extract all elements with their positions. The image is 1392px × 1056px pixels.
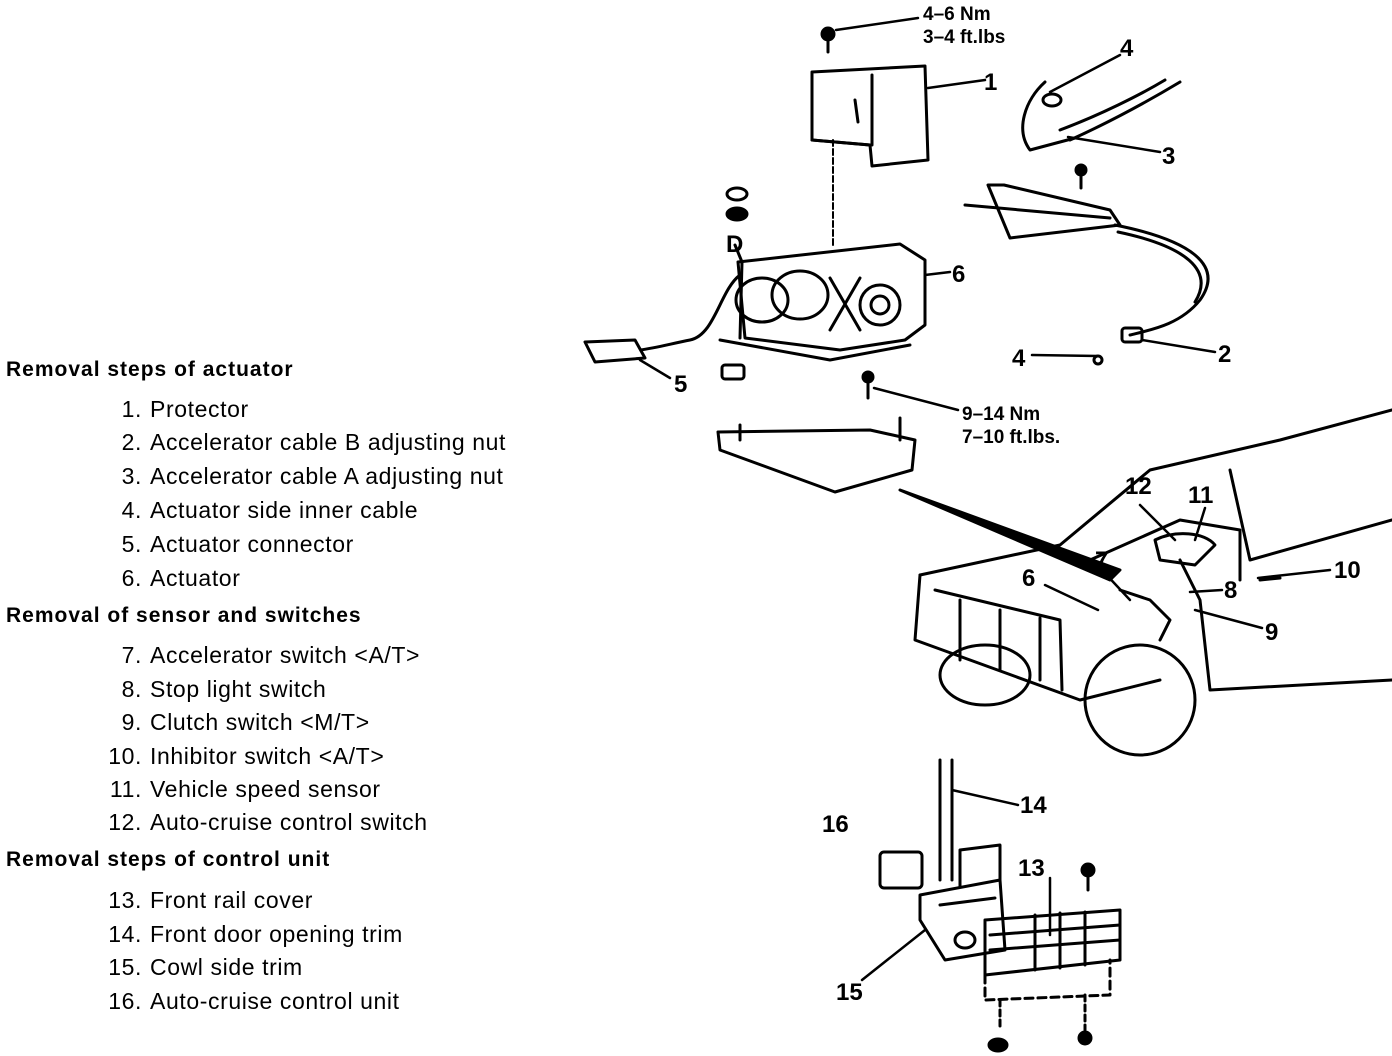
item-number: 11. [109,776,142,802]
item-number: 7. [121,642,142,668]
item-number: 4. [121,497,142,523]
legend-item: 9. Clutch switch <M/T> [96,709,370,736]
legend-item: 10. Inhibitor switch <A/T> [96,743,384,770]
section-title-control-unit: Removal steps of control unit [6,848,331,871]
vehicle-body [913,408,1392,757]
section-title-sensors: Removal of sensor and switches [6,604,362,627]
legend-item: 6. Actuator [96,565,240,592]
accelerator-cable-a [1021,78,1182,152]
actuator-mounting-bracket [716,370,917,494]
item-text: Protector [150,396,249,422]
item-number: 9. [121,709,142,735]
item-number: 13. [108,887,142,913]
callout-2: 2 [1218,341,1231,368]
legend-item: 16. Auto-cruise control unit [96,988,400,1015]
torque-bracket-ftlbs: 7–10 ft.lbs. [962,427,1060,448]
callout-4-lower: 4 [1012,345,1026,372]
callout-13: 13 [1018,855,1045,882]
callout-6-car: 6 [1022,565,1035,592]
callout-9: 9 [1265,619,1278,646]
actuator-connector-part [583,273,746,381]
top-bolt [820,26,836,54]
legend-item: 3. Accelerator cable A adjusting nut [96,463,504,490]
item-text: Inhibitor switch <A/T> [150,743,385,769]
item-text: Front rail cover [150,887,313,913]
item-number: 16. [108,988,142,1014]
item-number: 10. [108,743,142,769]
location-pointer [898,488,1122,582]
torque-bracket-nm: 9–14 Nm [962,404,1040,425]
item-text: Clutch switch <M/T> [150,709,370,735]
item-text: Front door opening trim [150,921,403,947]
actuator-part [718,242,927,362]
item-number: 1. [121,396,142,422]
callout-11: 11 [1188,482,1213,509]
callout-labels: 1 2 3 4 4 5 6 6 7 8 9 10 11 12 13 14 15 … [674,35,1361,1006]
item-text: Accelerator cable B adjusting nut [150,429,507,455]
legend-item: 1. Protector [96,396,249,423]
accelerator-cable-b [963,183,1210,366]
callout-3: 3 [1162,143,1175,170]
callout-16: 16 [822,811,849,838]
control-unit-area [878,758,1122,1053]
callout-15: 15 [836,979,863,1006]
torque-top-nm: 4–6 Nm [923,4,991,25]
callout-4-upper: 4 [1120,35,1134,62]
torque-top-ftlbs: 3–4 ft.lbs [923,27,1005,48]
item-number: 6. [121,565,142,591]
item-text: Stop light switch [150,676,327,702]
legend-item: 13. Front rail cover [96,887,313,914]
item-number: 2. [121,429,142,455]
item-number: 8. [121,676,142,702]
item-number: 15. [108,954,142,980]
bracket-bolt [1074,163,1088,190]
callout-12: 12 [1125,473,1152,500]
legend-item: 11. Vehicle speed sensor [96,776,381,803]
legend-item: 15. Cowl side trim [96,954,303,981]
item-number: 12. [108,809,142,835]
item-text: Actuator [150,565,241,591]
item-text: Accelerator switch <A/T> [150,642,421,668]
callout-7: 7 [1095,547,1108,574]
item-number: 3. [121,463,142,489]
legend-item: 4. Actuator side inner cable [96,497,418,524]
item-text: Vehicle speed sensor [150,776,381,802]
item-text: Auto-cruise control unit [150,988,400,1014]
torque-specs: 4–6 Nm 3–4 ft.lbs 9–14 Nm 7–10 ft.lbs. [923,4,1060,448]
item-text: Actuator connector [150,531,354,557]
item-number: 5. [121,531,142,557]
callout-14: 14 [1020,792,1047,819]
callout-1: 1 [984,69,997,96]
item-text: Auto-cruise control switch [150,809,428,835]
legend-item: 14. Front door opening trim [96,921,403,948]
washer-stack [725,186,749,222]
callout-6-actuator: 6 [952,261,965,288]
callout-10: 10 [1334,557,1361,584]
item-number: 14. [108,921,142,947]
callout-8: 8 [1224,577,1237,604]
legend-item: 2. Accelerator cable B adjusting nut [96,429,506,456]
item-text: Accelerator cable A adjusting nut [150,463,504,489]
callout-leaders [638,16,1332,982]
section-title-actuator: Removal steps of actuator [6,358,294,381]
item-text: Actuator side inner cable [150,497,419,523]
callout-d: D [726,231,743,258]
legend-item: 8. Stop light switch [96,676,326,703]
legend-item: 5. Actuator connector [96,531,354,558]
protector-part [810,64,930,168]
callout-5: 5 [674,371,687,398]
item-text: Cowl side trim [150,954,303,980]
legend-item: 7. Accelerator switch <A/T> [96,642,420,669]
legend-item: 12. Auto-cruise control switch [96,809,428,836]
